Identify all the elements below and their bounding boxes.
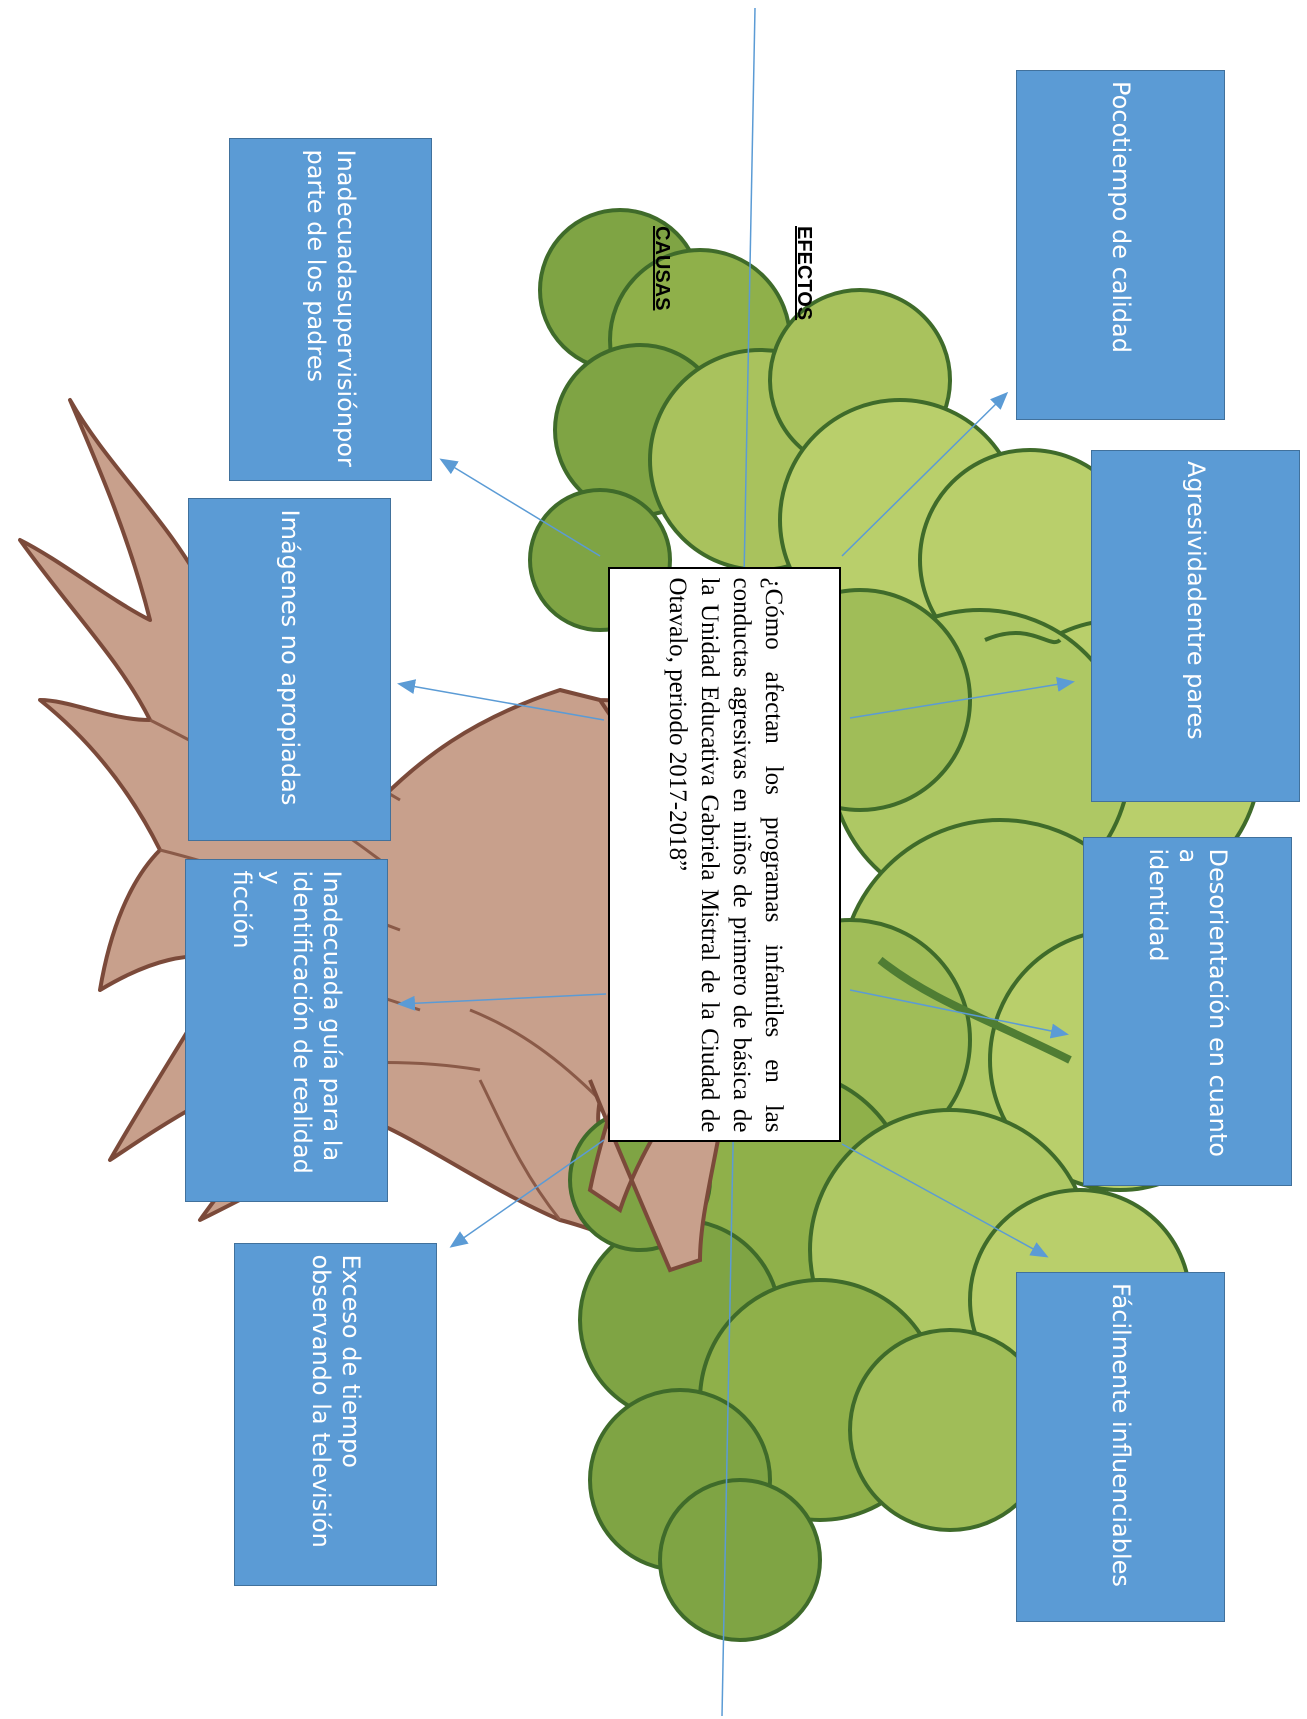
cause-box-3: Inadecuada guía para la identificación d… [185,859,388,1202]
effect-label-1: Pocotiempo de calidad [1106,81,1135,353]
cause-box-1: Inadecuadasupervisiónpor parte de los pa… [229,138,432,481]
causes-heading: CAUSAS [651,226,673,311]
arrow-cause-3 [397,993,607,1011]
arrow-effect-2 [849,676,1075,719]
arrow-cause-2 [397,679,605,721]
problem-question-text: ¿Cómo afectan los programas infantiles e… [663,577,787,1132]
problem-question-box: ¿Cómo afectan los programas infantiles e… [608,567,841,1142]
effect-label-2: Agresividadentre pares [1181,461,1210,740]
cause-label-1: Inadecuadasupervisiónpor parte de los pa… [301,149,360,467]
cause-label-2: Imágenes no apropiadas [275,509,304,805]
arrow-effect-4 [841,1143,1049,1258]
cause-label-3: Inadecuada guía para la identificación d… [227,870,346,1174]
arrow-cause-4 [449,1139,605,1248]
effects-heading: EFECTOS [793,226,815,321]
cause-box-2: Imágenes no apropiadas [188,498,391,841]
effect-box-2: Agresividadentre pares [1091,450,1300,802]
effect-box-4: Fácilmente influenciables [1016,1272,1225,1622]
arrow-cause-1 [439,458,601,557]
arrow-effect-3 [849,989,1069,1039]
effect-label-4: Fácilmente influenciables [1106,1283,1135,1587]
effect-box-1: Pocotiempo de calidad [1016,70,1225,420]
cause-label-4: Exceso de tiempo observando la televisió… [306,1254,365,1548]
arrow-effect-1 [841,391,1009,557]
effect-box-3: Desorientación en cuanto a identidad [1083,837,1292,1186]
cause-box-4: Exceso de tiempo observando la televisió… [234,1243,437,1586]
effect-label-3: Desorientación en cuanto a identidad [1143,848,1232,1157]
